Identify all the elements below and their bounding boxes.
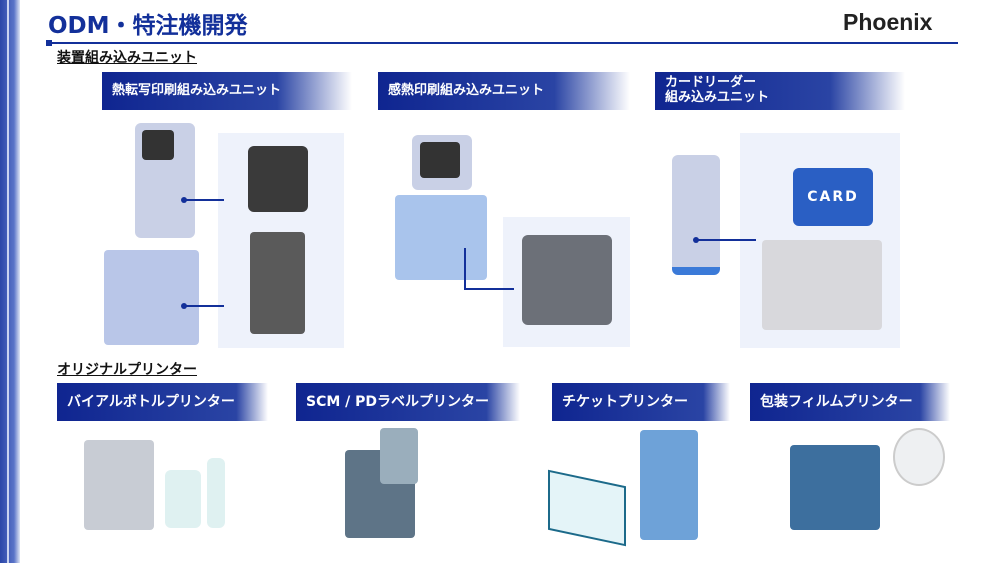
printer-header-film: 包装フィルムプリンター <box>750 383 950 421</box>
connector-dot <box>693 237 699 243</box>
card-illustration: CARD <box>793 168 873 226</box>
unit-header-line1: カードリーダー <box>665 75 757 91</box>
unit-header-line2: 組み込みユニット <box>665 90 770 105</box>
section-heading-printers: オリジナルプリンター <box>57 362 197 378</box>
printer-header-vial: バイアルボトルプリンター <box>57 383 268 421</box>
connector-line <box>696 239 756 241</box>
vial-printer-illustration <box>84 440 154 530</box>
printer-header-scm-pd: SCM / PDラベルプリンター <box>296 383 520 421</box>
vial-bottle-illustration <box>165 470 201 528</box>
label-printer-lid <box>380 428 418 484</box>
unit-header-card-reader: カードリーダー 組み込みユニット <box>655 72 905 110</box>
print-mechanism-illustration <box>250 232 305 334</box>
connector-dot <box>181 303 187 309</box>
thermal-printer-unit-illustration <box>522 235 612 325</box>
section-heading-units: 装置組み込みユニット <box>57 50 197 66</box>
printer-illustration <box>104 250 199 345</box>
kiosk-screen <box>142 130 174 160</box>
terminal-screen <box>420 142 460 178</box>
connector-line <box>464 288 514 290</box>
film-printer-illustration <box>790 445 880 530</box>
print-unit-illustration <box>248 146 308 212</box>
connector-line <box>184 199 224 201</box>
printer-header-ticket: チケットプリンター <box>552 383 730 421</box>
card-reader-unit-illustration <box>762 240 882 330</box>
ticket-machine-illustration <box>640 430 698 540</box>
film-roll-illustration <box>893 428 945 486</box>
terminal-illustration <box>395 195 487 280</box>
ticket-illustration <box>548 469 626 547</box>
side-stripe <box>0 0 20 563</box>
unit-header-thermal: 感熱印刷組み込みユニット <box>378 72 630 110</box>
connector-dot <box>181 197 187 203</box>
vial-bottle-illustration <box>207 458 225 528</box>
brand-logo: Phoenix <box>843 9 933 35</box>
connector-line <box>184 305 224 307</box>
unit-header-thermal-transfer: 熱転写印刷組み込みユニット <box>102 72 352 110</box>
connector-line <box>464 248 466 290</box>
card-kiosk-illustration <box>672 155 720 275</box>
title-divider <box>48 42 958 44</box>
page-title: ODM・特注機開発 <box>48 13 248 39</box>
